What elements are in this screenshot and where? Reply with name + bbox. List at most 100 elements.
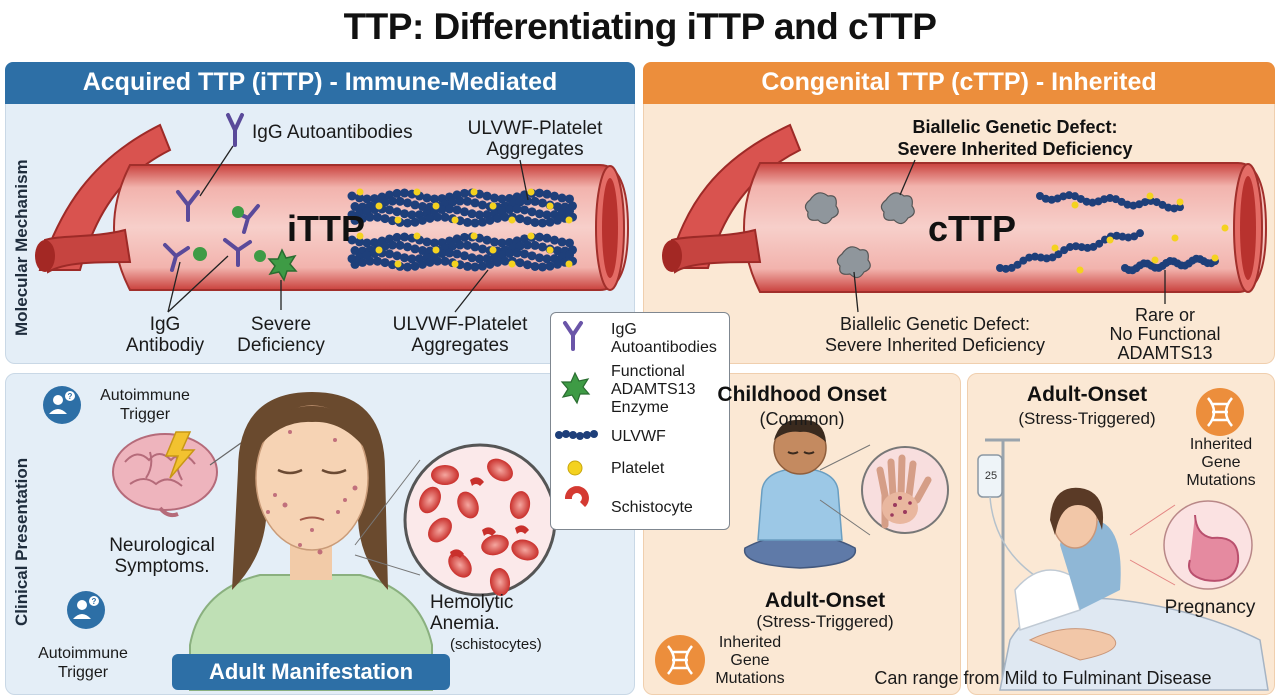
ulvwf-bead bbox=[530, 217, 540, 227]
ulvwf-bead bbox=[365, 256, 375, 266]
ulvwf-bead bbox=[433, 256, 442, 266]
platelet-dot bbox=[1176, 198, 1184, 206]
ulvwf-bead bbox=[545, 217, 555, 227]
cttp-deficient-enzymes bbox=[804, 192, 915, 279]
cttp-ulvwf-strands bbox=[996, 191, 1229, 275]
platelet-dot bbox=[1151, 256, 1159, 264]
ulvwf-bead bbox=[463, 240, 472, 250]
trigger-bottom-line2: Trigger bbox=[57, 664, 109, 681]
label-severe-deficiency: Severe Deficiency bbox=[228, 314, 334, 356]
platelet-dot bbox=[527, 232, 535, 240]
ulvwf-bead bbox=[538, 262, 547, 272]
legend-item-ulvwf: ULVWF bbox=[611, 428, 666, 445]
platelet-dot bbox=[546, 246, 554, 254]
red-blood-cell bbox=[457, 491, 479, 519]
mid-mutations-line1: Inherited bbox=[718, 634, 782, 651]
mid-mutations-line3: Mutations bbox=[715, 670, 785, 687]
ulvwf-bead bbox=[400, 253, 409, 263]
red-blood-cell bbox=[487, 458, 513, 482]
ulvwf-bead bbox=[407, 210, 417, 220]
dna-icon-right bbox=[1196, 388, 1244, 436]
cttp-vessel bbox=[662, 123, 1268, 293]
ulvwf-bead bbox=[410, 261, 420, 271]
aggregates-top-line2: Aggregates bbox=[486, 139, 584, 160]
legend-antibody-line1: IgG bbox=[611, 321, 637, 338]
platelet-dot bbox=[394, 260, 402, 268]
ulvwf-bead bbox=[470, 262, 480, 272]
ulvwf-bead bbox=[512, 248, 522, 258]
ulvwf-bead bbox=[527, 251, 537, 261]
ulvwf-bead bbox=[445, 248, 454, 258]
right-mutations-line3: Mutations bbox=[1186, 472, 1256, 489]
legend-box: IgG Autoantibodies Functional ADAMTS13 E… bbox=[550, 312, 730, 530]
ulvwf-bead bbox=[1176, 203, 1184, 212]
cttp-header: Congenital TTP (cTTP) - Inherited bbox=[643, 62, 1275, 104]
ulvwf-bead bbox=[467, 253, 477, 263]
ulvwf-bead bbox=[493, 257, 502, 267]
hemolytic-line1: Hemolytic bbox=[430, 592, 514, 613]
ulvwf-bead bbox=[542, 233, 552, 243]
hand-zoom bbox=[819, 444, 949, 536]
trigger-top-line2: Trigger bbox=[119, 406, 171, 423]
ulvwf-bead bbox=[550, 191, 559, 201]
right-mutations-line1: Inherited bbox=[1189, 436, 1253, 453]
ulvwf-bead bbox=[362, 238, 372, 248]
platelet-dot bbox=[451, 216, 459, 224]
ulvwf-bead bbox=[553, 215, 562, 225]
pregnancy-label: Pregnancy bbox=[1164, 597, 1256, 618]
ulvwf-bead bbox=[497, 194, 507, 204]
ulvwf-bead bbox=[365, 212, 375, 222]
ulvwf-bead bbox=[535, 232, 544, 242]
brain-illustration bbox=[112, 431, 249, 518]
ulvwf-bead bbox=[425, 213, 435, 223]
ulvwf-bead bbox=[400, 209, 409, 219]
igg-antibody-line2: Antibodiy bbox=[125, 335, 205, 356]
legend-enzyme-line1: Functional bbox=[611, 363, 685, 380]
ulvwf-bead bbox=[557, 237, 567, 247]
red-blood-cell bbox=[428, 517, 452, 543]
autoimmune-trigger-icon-top: ? bbox=[43, 386, 81, 424]
ulvwf-bead bbox=[478, 200, 487, 210]
ulvwf-bead bbox=[497, 238, 507, 248]
platelet-dot bbox=[413, 188, 421, 196]
label-trigger-bottom: Autoimmune Trigger bbox=[28, 644, 138, 682]
right-adult-subtitle: (Stress-Triggered) bbox=[1018, 409, 1156, 428]
schistocyte-fragment bbox=[482, 527, 496, 536]
ulvwf-bead bbox=[1066, 243, 1074, 252]
ulvwf-bead bbox=[388, 196, 397, 206]
platelet-dot bbox=[565, 216, 573, 224]
ulvwf-bead bbox=[400, 188, 409, 198]
ulvwf-bead bbox=[358, 257, 367, 267]
ulvwf-bead bbox=[565, 238, 574, 248]
platelet-dot bbox=[1071, 201, 1079, 209]
ulvwf-bead bbox=[373, 212, 382, 222]
ulvwf-bead bbox=[430, 194, 439, 204]
ulvwf-icon bbox=[555, 430, 598, 440]
ulvwf-bead bbox=[388, 216, 397, 226]
platelet-dot bbox=[1076, 266, 1084, 274]
red-blood-cell bbox=[481, 534, 509, 556]
ulvwf-bead bbox=[538, 218, 547, 228]
platelet-dot bbox=[489, 202, 497, 210]
ulvwf-bead bbox=[440, 212, 450, 222]
platelet-dot bbox=[508, 260, 516, 268]
ulvwf-bead bbox=[478, 244, 487, 254]
ulvwf-bead bbox=[395, 240, 405, 250]
ulvwf-bead bbox=[490, 237, 499, 247]
ulvwf-bead bbox=[505, 248, 514, 258]
mid-mutations-line2: Gene bbox=[730, 652, 770, 669]
ulvwf-bead bbox=[553, 202, 562, 212]
ulvwf-bead bbox=[388, 240, 397, 250]
adult-manifestation-banner: Adult Manifestation bbox=[172, 654, 450, 690]
legend-enzyme-line2: ADAMTS13 bbox=[611, 381, 696, 398]
ulvwf-bead bbox=[460, 188, 469, 198]
mid-mutations-label: Inherited Gene Mutations bbox=[705, 634, 795, 688]
legend-antibody-line2: Autoantibodies bbox=[611, 339, 717, 356]
ulvwf-bead bbox=[538, 198, 547, 208]
red-blood-cell bbox=[489, 568, 511, 596]
platelet-dot bbox=[375, 202, 383, 210]
ulvwf-bead bbox=[512, 204, 522, 214]
ulvwf-bead bbox=[538, 242, 547, 252]
ulvwf-bead bbox=[1048, 253, 1057, 262]
legend-enzyme-line3: Enzyme bbox=[611, 399, 669, 416]
